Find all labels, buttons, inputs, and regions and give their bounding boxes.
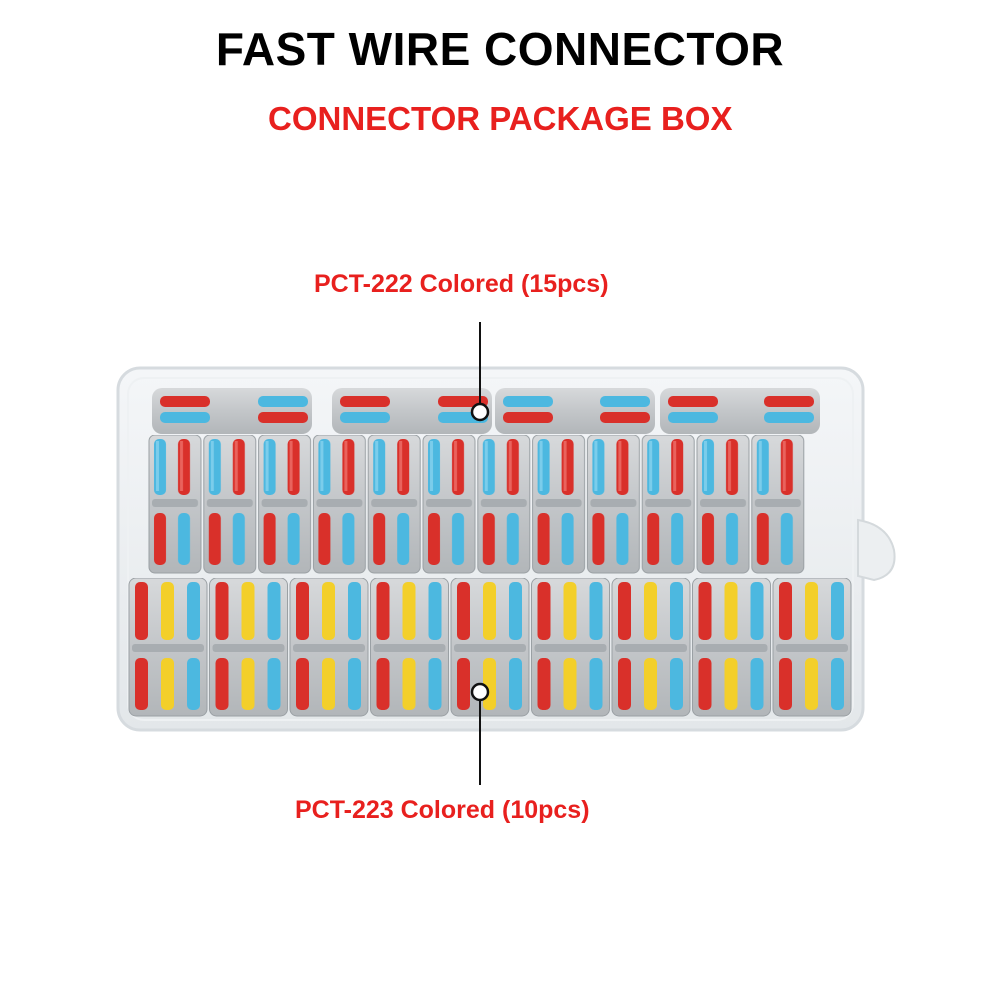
callout-label-bottom: PCT-223 Colored (10pcs) xyxy=(295,796,590,824)
page-title: FAST WIRE CONNECTOR xyxy=(215,23,785,75)
page-subtitle: CONNECTOR PACKAGE BOX xyxy=(268,100,733,137)
callout-marker-bottom xyxy=(470,682,490,702)
box-latch xyxy=(857,518,896,582)
callout-label-top: PCT-222 Colored (15pcs) xyxy=(314,270,609,298)
pct-222-connector-row xyxy=(148,435,806,575)
callout-marker-top xyxy=(470,402,490,422)
pct-223-connector-row xyxy=(128,578,853,718)
top-connector-row xyxy=(152,388,820,434)
